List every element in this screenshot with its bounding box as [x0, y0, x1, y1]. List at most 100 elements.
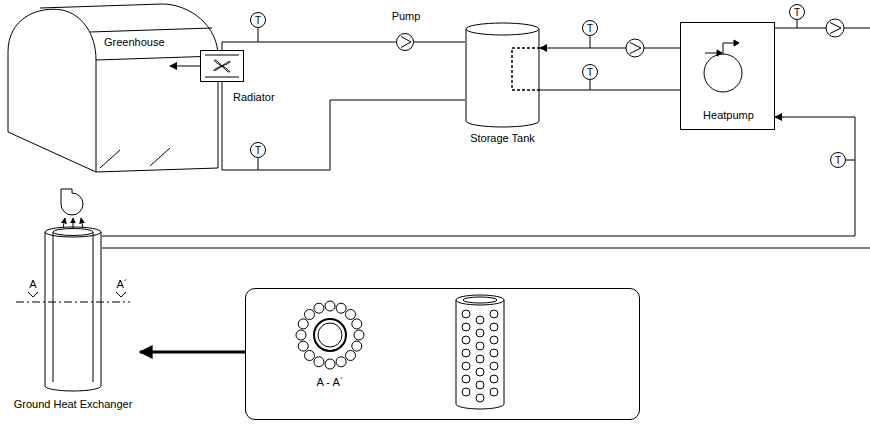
temperature-sensor: T	[830, 152, 846, 168]
pipe	[540, 90, 680, 91]
sensor-stems	[590, 36, 591, 48]
node-label: Storage Tank	[470, 132, 535, 145]
cross-section-drawing	[346, 351, 356, 361]
sensor-label: T	[794, 6, 800, 19]
pump-symbol-outline	[401, 37, 411, 48]
cross-section-drawing	[314, 303, 324, 313]
temperature-sensor: T	[582, 20, 598, 36]
pump-symbol	[830, 23, 841, 34]
cross-section-drawing	[304, 351, 314, 361]
perforated-tube	[462, 310, 498, 402]
perforated-tube	[463, 297, 497, 303]
section-line	[16, 292, 130, 302]
perforated-tube	[490, 349, 498, 357]
cross-section-drawing	[314, 319, 346, 351]
pump-symbol	[826, 19, 844, 37]
ground-heat-exchanger-outline	[93, 232, 94, 382]
cross-section-drawing	[325, 359, 335, 369]
cross-section-drawing	[325, 301, 335, 311]
perforated-tube	[462, 388, 470, 396]
heatpump-box-outline	[705, 53, 717, 54]
perforated-tube	[490, 388, 498, 396]
radiator-box-outline	[205, 77, 239, 78]
perforated-tube	[490, 375, 498, 383]
perforated-tube	[476, 368, 484, 376]
greenhouse-outline	[40, 4, 162, 8]
section-inset: A - A´	[245, 288, 640, 420]
radiator-box: Radiator	[200, 50, 244, 82]
storage-tank: Storage Tank	[465, 22, 540, 128]
section-line	[16, 302, 130, 303]
heatpump-box: Heatpump	[680, 22, 775, 130]
greenhouse-outline	[5, 5, 235, 185]
pump-symbol-outline	[401, 37, 411, 48]
greenhouse-outline	[90, 28, 212, 32]
sensor-label: T	[835, 154, 841, 167]
cross-section-drawing	[296, 301, 364, 369]
radiator-box-outline	[205, 55, 239, 77]
perforated-tube	[476, 329, 484, 337]
pipe	[540, 48, 680, 49]
pump-symbol-outline	[397, 34, 413, 50]
greenhouse-outline	[162, 4, 218, 168]
perforated-tube	[490, 362, 498, 370]
sensor-label: T	[255, 144, 261, 157]
heatpump-box-outline	[717, 50, 722, 56]
sensor-stems	[258, 28, 259, 42]
cross-section-drawing	[336, 357, 346, 367]
temperature-sensor: T	[250, 142, 266, 158]
perforated-tube	[476, 381, 484, 389]
perforated-tube	[462, 336, 470, 344]
cross-section-drawing	[318, 323, 342, 347]
sensor-stems	[797, 20, 798, 28]
storage-tank-outline	[466, 23, 539, 35]
ground-heat-exchanger-outline	[44, 226, 102, 392]
node-label: Ground Heat Exchanger	[14, 398, 133, 411]
cross-section-drawing	[304, 309, 314, 319]
heatpump-box-outline	[704, 40, 742, 92]
ground-heat-exchanger-outline	[53, 229, 93, 236]
perforated-tube	[476, 342, 484, 350]
perforated-tube	[462, 349, 470, 357]
perforated-tube	[476, 355, 484, 363]
greenhouse-outline	[100, 150, 120, 168]
greenhouse-outline	[8, 4, 218, 172]
node-label: Heatpump	[703, 109, 754, 122]
storage-tank-outline	[466, 29, 539, 127]
perforated-tube	[462, 375, 470, 383]
cross-section-drawing	[352, 341, 362, 351]
sensor-label: T	[255, 14, 261, 27]
pipe	[414, 42, 465, 43]
section-mark: A	[29, 278, 36, 291]
perforated-tube	[456, 295, 504, 305]
sensor-stems	[846, 160, 855, 161]
greenhouse-outline	[96, 168, 218, 172]
cross-section-drawing	[352, 319, 362, 329]
blower-symbol	[81, 218, 83, 228]
sensor-stems	[258, 20, 855, 170]
node-label: Greenhouse	[104, 36, 165, 49]
pointer-arrow	[140, 351, 245, 354]
section-mark: A´	[117, 278, 128, 291]
radiator-box-outline	[205, 55, 239, 56]
sensor-label: T	[587, 66, 593, 79]
section-line	[116, 292, 126, 297]
node-label: A - A´	[317, 376, 344, 389]
storage-tank-outline	[512, 48, 540, 90]
cross-section-drawing	[354, 330, 364, 340]
perforated-tube	[456, 295, 504, 409]
cross-section-drawing	[314, 357, 324, 367]
greenhouse-outline	[8, 9, 96, 172]
radiator-box-outline	[214, 60, 229, 72]
heatpump-box-outline	[704, 54, 742, 92]
perforated-tube	[490, 336, 498, 344]
pump-symbol: Pump	[396, 33, 414, 51]
blower-symbol	[61, 189, 83, 228]
blower-symbol	[63, 218, 65, 228]
greenhouse: Greenhouse	[5, 5, 170, 175]
temperature-sensor: T	[250, 12, 266, 28]
storage-tank-outline	[466, 23, 540, 127]
sensor-label: T	[587, 22, 593, 35]
pump-symbol	[626, 39, 644, 57]
